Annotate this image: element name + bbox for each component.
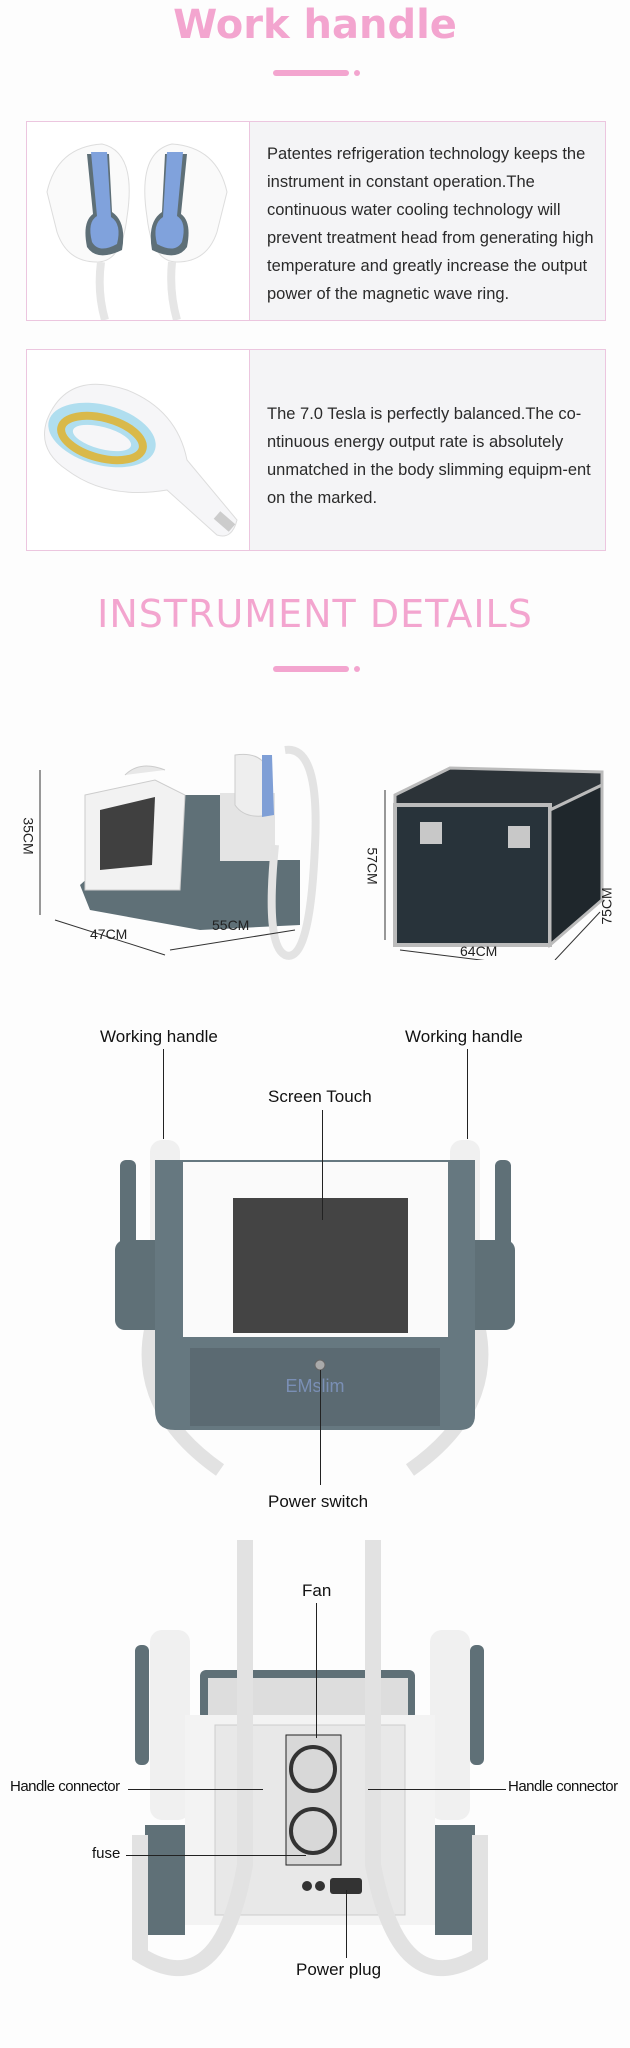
leader-line xyxy=(322,1110,323,1220)
title-underline xyxy=(273,666,349,672)
machine-depth-label: 47CM xyxy=(90,926,128,942)
magnetic-handle-illustration xyxy=(44,383,238,537)
leader-line xyxy=(126,1855,306,1856)
left-handle xyxy=(46,143,130,320)
title-underline-dot xyxy=(354,70,360,76)
feature-card-cooling: Patentes refrigeration technology keeps … xyxy=(26,121,606,321)
label-working-handle-right: Working handle xyxy=(405,1027,523,1046)
feature-text-tesla: The 7.0 Tesla is perfectly balanced.The … xyxy=(267,405,591,507)
leader-line xyxy=(368,1789,506,1790)
label-fuse: fuse xyxy=(92,1845,121,1862)
title-underline-dot xyxy=(354,666,360,672)
leader-line xyxy=(346,1890,347,1958)
machine-back-illustration xyxy=(132,1540,488,1977)
handles-image xyxy=(27,122,250,320)
work-handle-title: Work handle xyxy=(173,2,457,48)
feature-text-cooling: Patentes refrigeration technology keeps … xyxy=(267,145,594,303)
feature-card-tesla: The 7.0 Tesla is perfectly balanced.The … xyxy=(26,349,606,551)
case-height-label: 57CM xyxy=(364,847,381,885)
leader-line xyxy=(467,1049,468,1139)
leader-line xyxy=(163,1049,164,1139)
instrument-details-title: INSTRUMENT DETAILS xyxy=(97,592,533,636)
machine-height-label: 35CM xyxy=(20,817,37,855)
machine-side-illustration xyxy=(39,745,320,960)
label-working-handle-left: Working handle xyxy=(100,1027,218,1046)
label-power-switch: Power switch xyxy=(268,1492,369,1511)
machine-front-illustration: EMslim xyxy=(115,1140,515,1476)
case-width-label: 64CM xyxy=(460,943,498,959)
machine-width-label: 55CM xyxy=(212,917,250,933)
label-handle-connector-right: Handle connector xyxy=(508,1778,618,1795)
label-screen-touch: Screen Touch xyxy=(268,1087,372,1106)
right-handle xyxy=(144,143,228,320)
handle-cutaway-image xyxy=(27,350,250,550)
leader-line xyxy=(316,1603,317,1738)
label-handle-connector-left: Handle connector xyxy=(10,1778,120,1795)
label-fan: Fan xyxy=(302,1581,332,1600)
title-underline xyxy=(273,70,349,76)
case-depth-label: 75CM xyxy=(598,887,615,925)
leader-line xyxy=(320,1370,321,1485)
flight-case-illustration xyxy=(384,766,604,960)
label-power-plug: Power plug xyxy=(296,1960,382,1979)
width-dimension-line xyxy=(169,929,296,951)
leader-line xyxy=(128,1789,263,1790)
brand-logo: EMslim xyxy=(286,1376,345,1396)
power-switch-knob xyxy=(314,1359,326,1371)
work-handles-illustration xyxy=(46,143,228,320)
depth-dimension-line xyxy=(54,919,166,956)
